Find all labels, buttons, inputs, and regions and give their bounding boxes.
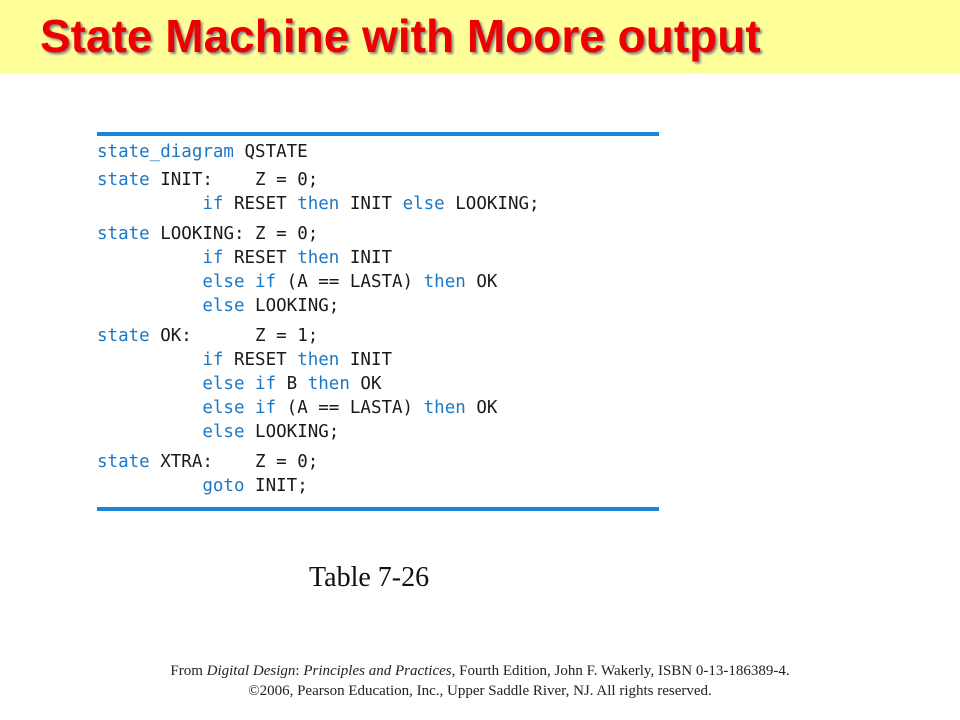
code-text (97, 476, 202, 496)
code-keyword: else if (202, 272, 277, 292)
code-text: INIT (339, 248, 393, 268)
code-text (97, 194, 202, 214)
credit-rest: , Fourth Edition, John F. Wakerly, ISBN … (451, 663, 790, 679)
code-text: RESET (223, 194, 298, 214)
code-line: else LOOKING; (97, 420, 339, 444)
code-keyword: state (97, 170, 150, 190)
code-text: LOOKING; (244, 296, 340, 316)
code-keyword: then (423, 272, 466, 292)
code-text (97, 272, 202, 292)
code-text: (A == LASTA) (276, 398, 424, 418)
code-text: OK: Z = 1; (149, 326, 319, 346)
code-text: INIT; (244, 476, 308, 496)
code-text: OK (465, 272, 498, 292)
code-keyword: then (423, 398, 466, 418)
code-line: if RESET then INIT (97, 246, 392, 270)
code-line: if RESET then INIT (97, 348, 392, 372)
credit-separator: : (295, 663, 304, 679)
code-keyword: goto (202, 476, 245, 496)
code-text: B (276, 374, 308, 394)
code-line: state_diagram QSTATE (97, 140, 308, 164)
code-text: (A == LASTA) (276, 272, 424, 292)
table-top-rule (97, 132, 659, 136)
code-text (97, 296, 202, 316)
code-text (97, 398, 202, 418)
code-keyword: else (202, 422, 245, 442)
code-line: state XTRA: Z = 0; (97, 450, 318, 474)
credit-book-subtitle: Principles and Practices (303, 663, 452, 679)
code-text: XTRA: Z = 0; (149, 452, 319, 472)
code-line: else if (A == LASTA) then OK (97, 396, 497, 420)
code-line: state OK: Z = 1; (97, 324, 318, 348)
code-line: goto INIT; (97, 474, 308, 498)
table-bottom-rule (97, 507, 659, 511)
code-keyword: else if (202, 374, 277, 394)
credit-line-1: From Digital Design: Principles and Prac… (0, 663, 960, 680)
code-keyword: then (297, 248, 340, 268)
code-keyword: state (97, 326, 150, 346)
code-keyword: else (202, 296, 245, 316)
code-text: QSTATE (233, 142, 308, 162)
code-text: RESET (223, 248, 298, 268)
title-bar: State Machine with Moore output (0, 0, 960, 74)
code-line: else if B then OK (97, 372, 382, 396)
code-keyword: else if (202, 398, 277, 418)
code-keyword: if (202, 350, 224, 370)
code-text: OK (349, 374, 382, 394)
table-caption: Table 7-26 (309, 562, 430, 593)
code-text: INIT (339, 350, 393, 370)
code-keyword: then (297, 350, 340, 370)
code-keyword: then (297, 194, 340, 214)
code-keyword: state_diagram (97, 142, 234, 162)
code-line: state LOOKING: Z = 0; (97, 222, 318, 246)
code-line: state INIT: Z = 0; (97, 168, 318, 192)
code-keyword: else (402, 194, 445, 214)
code-text: INIT (339, 194, 403, 214)
code-keyword: state (97, 452, 150, 472)
code-text: OK (465, 398, 498, 418)
code-text: LOOKING: Z = 0; (149, 224, 319, 244)
code-text (97, 374, 202, 394)
code-keyword: state (97, 224, 150, 244)
slide-title: State Machine with Moore output (40, 10, 761, 62)
code-text: INIT: Z = 0; (149, 170, 319, 190)
code-keyword: if (202, 248, 224, 268)
code-keyword: then (307, 374, 350, 394)
code-text (97, 422, 202, 442)
code-text (97, 350, 202, 370)
code-text: RESET (223, 350, 298, 370)
credit-prefix: From (170, 663, 207, 679)
code-line: else if (A == LASTA) then OK (97, 270, 497, 294)
code-text: LOOKING; (444, 194, 540, 214)
code-line: else LOOKING; (97, 294, 339, 318)
credit-line-2: ©2006, Pearson Education, Inc., Upper Sa… (248, 683, 712, 699)
code-line: if RESET then INIT else LOOKING; (97, 192, 540, 216)
credit-book-title: Digital Design (206, 663, 296, 679)
code-text (97, 248, 202, 268)
code-text: LOOKING; (244, 422, 340, 442)
code-keyword: if (202, 194, 224, 214)
